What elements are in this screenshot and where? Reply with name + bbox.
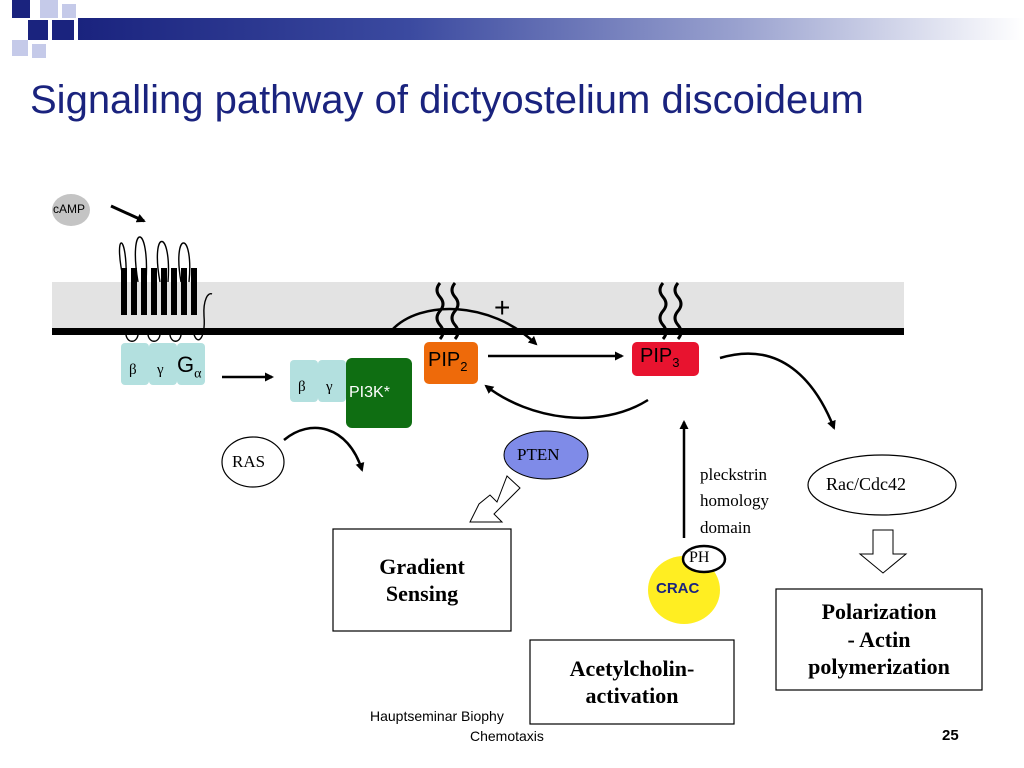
pi3k-gamma-subunit — [318, 360, 346, 402]
gradient-sensing-box — [332, 528, 512, 632]
gradient-line-1: Gradient — [379, 553, 465, 579]
g-alpha-subunit — [177, 343, 205, 385]
g-letter: G — [177, 352, 195, 377]
ras-arrow — [283, 426, 365, 472]
ras-ellipse — [221, 436, 285, 488]
pip2-to-pip3-arc — [391, 307, 538, 346]
pi3k-box — [346, 358, 412, 428]
crac-label: CRAC — [656, 580, 700, 597]
deco-square — [62, 4, 76, 18]
polarization-hollow-arrow — [858, 529, 908, 574]
pi3k-beta-subunit — [290, 360, 318, 402]
pip2-box — [424, 342, 478, 384]
acetylcholin-text: Acetylcholin- activation — [530, 640, 734, 724]
deco-square — [12, 40, 28, 56]
pip3-to-rac-arrow — [719, 352, 836, 430]
pip2-base: PIP — [428, 349, 461, 371]
rac-label: Rac/Cdc42 — [826, 474, 906, 494]
deco-square — [28, 20, 48, 40]
membrane-band — [52, 282, 904, 330]
pip3-subscript: 3 — [672, 355, 680, 370]
polarization-line-3: polymerization — [808, 654, 950, 680]
acetyl-line-1: Acetylcholin- — [569, 655, 695, 681]
lipid-tails — [435, 282, 683, 340]
page-number: 25 — [942, 727, 959, 744]
camp-arrow — [110, 204, 146, 223]
g-gamma-label: γ — [157, 362, 164, 378]
deco-square — [12, 0, 30, 18]
ph-domain — [681, 544, 727, 574]
deco-square — [40, 0, 58, 18]
gradient-sensing-text: Gradient Sensing — [333, 529, 511, 631]
pip3-base: PIP — [640, 345, 673, 367]
polarization-box — [775, 588, 983, 691]
plus-sign: + — [494, 292, 511, 323]
polarization-text: Polarization - Actin polymerization — [776, 589, 982, 690]
polarization-line-1: Polarization — [821, 599, 937, 625]
gradient-hollow-arrow — [469, 475, 521, 523]
g-beta-subunit — [121, 343, 149, 385]
slide-title: Signalling pathway of dictyostelium disc… — [30, 78, 864, 122]
pip3-box — [632, 342, 699, 376]
title-gradient-bar — [78, 18, 1024, 40]
pip3-to-pip2-arrow — [484, 384, 649, 420]
receptor-helices — [121, 268, 197, 315]
pleckstrin-line-3: domain — [700, 517, 751, 537]
pip3-label: PIP3 — [640, 345, 679, 370]
deco-square — [52, 20, 74, 40]
alpha-subscript: α — [194, 366, 202, 382]
ras-label: RAS — [232, 452, 266, 471]
deco-square — [32, 44, 46, 58]
pi3k-gamma-label: γ — [326, 379, 333, 395]
acetyl-line-2: activation — [585, 683, 679, 708]
g-beta-label: β — [129, 362, 137, 378]
ph-label: PH — [689, 549, 710, 566]
pten-ellipse — [503, 430, 589, 480]
g-alpha-label: Gα — [177, 352, 201, 382]
pip2-subscript: 2 — [460, 359, 468, 374]
membrane-line — [52, 328, 904, 335]
pip2-label: PIP2 — [428, 349, 467, 374]
receptor-loops — [118, 236, 213, 342]
pi3k-beta-label: β — [298, 379, 306, 395]
rac-ellipse — [807, 454, 957, 516]
polarization-line-2: - Actin — [847, 626, 911, 652]
pi3k-label: PI3K* — [349, 384, 390, 401]
pleckstrin-label: pleckstrin homology domain — [700, 462, 769, 541]
pten-label: PTEN — [517, 445, 560, 464]
pleckstrin-line-2: homology — [700, 491, 769, 511]
gradient-line-2: Sensing — [385, 581, 459, 606]
footer-line-1: Hauptseminar Biophy — [370, 708, 504, 724]
pleckstrin-line-1: pleckstrin — [700, 465, 768, 484]
footer-line-2: Chemotaxis — [470, 728, 544, 745]
camp-molecule — [52, 194, 90, 226]
g-gamma-subunit — [149, 343, 177, 385]
acetylcholin-box — [529, 639, 735, 725]
camp-label: cAMP — [53, 202, 86, 216]
footer-text: Hauptseminar Biophy Chemotaxis — [370, 706, 544, 747]
